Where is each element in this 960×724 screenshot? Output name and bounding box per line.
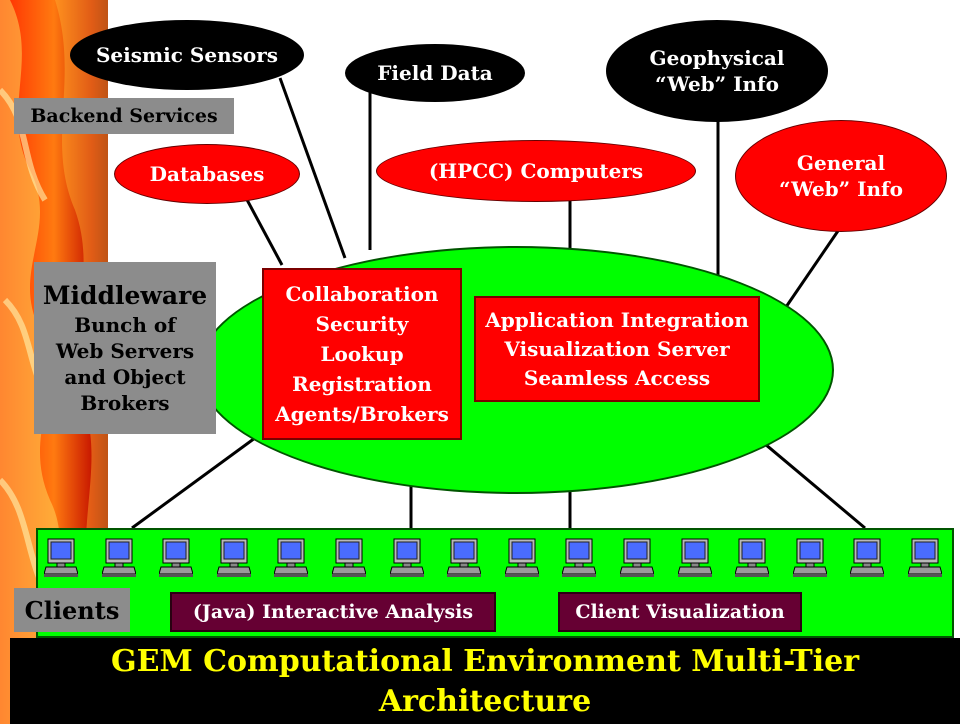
middleware-desc-1: Bunch of	[74, 313, 176, 338]
service-collaboration: Collaboration	[285, 282, 439, 306]
computer-icon	[907, 538, 943, 578]
seamless-access: Seamless Access	[523, 365, 711, 390]
service-agents-brokers: Agents/Brokers	[275, 402, 449, 426]
field-data-oval: Field Data	[345, 44, 525, 102]
geophysical-line1: Geophysical	[649, 46, 785, 70]
service-lookup: Lookup	[320, 342, 404, 366]
computer-icon	[43, 538, 79, 578]
service-registration: Registration	[292, 372, 432, 396]
client-visualization-box: Client Visualization	[558, 592, 802, 632]
general-line2: “Web” Info	[779, 177, 903, 201]
computer-icon	[677, 538, 713, 578]
middleware-desc-4: Brokers	[80, 391, 170, 416]
computer-icon	[216, 538, 252, 578]
computer-icon	[273, 538, 309, 578]
app-integration: Application Integration	[485, 307, 749, 332]
computer-icon	[849, 538, 885, 578]
seismic-sensors-oval: Seismic Sensors	[70, 20, 304, 90]
seismic-sensors-label: Seismic Sensors	[95, 43, 279, 67]
title-line-2: Architecture	[378, 684, 592, 719]
interactive-analysis-box: (Java) Interactive Analysis	[170, 592, 496, 632]
general-line1: General	[796, 151, 886, 175]
geophysical-info-oval: Geophysical “Web” Info	[606, 20, 828, 122]
databases-label: Databases	[149, 162, 265, 186]
title-line-1: GEM Computational Environment Multi-Tier	[110, 644, 860, 679]
hpcc-computers-label: (HPCC) Computers	[428, 159, 644, 183]
backend-services-label: Backend Services	[14, 98, 234, 134]
middleware-title: Middleware	[42, 280, 208, 310]
clients-label: Clients	[14, 588, 130, 632]
service-security: Security	[315, 312, 409, 336]
computer-icon	[504, 538, 540, 578]
computer-icon	[561, 538, 597, 578]
computer-icon	[331, 538, 367, 578]
hpcc-computers-oval: (HPCC) Computers	[376, 140, 696, 202]
databases-oval: Databases	[114, 144, 300, 204]
middleware-label-box: Middleware Bunch of Web Servers and Obje…	[34, 262, 216, 434]
field-data-label: Field Data	[377, 61, 493, 85]
core-services-box: Collaboration Security Lookup Registrati…	[262, 268, 462, 440]
middleware-desc-3: and Object	[64, 365, 186, 390]
application-services-box: Application Integration Visualization Se…	[474, 296, 760, 402]
computer-icon	[101, 538, 137, 578]
computer-icon	[734, 538, 770, 578]
middleware-desc-2: Web Servers	[55, 339, 195, 364]
computer-icon	[158, 538, 194, 578]
title-band: GEM Computational Environment Multi-Tier…	[10, 638, 960, 724]
general-web-info-oval: General “Web” Info	[735, 120, 947, 232]
computer-icon	[792, 538, 828, 578]
computer-icon	[446, 538, 482, 578]
computer-icon	[619, 538, 655, 578]
computer-icon	[389, 538, 425, 578]
geophysical-line2: “Web” Info	[655, 72, 779, 96]
visualization-server: Visualization Server	[504, 336, 730, 361]
